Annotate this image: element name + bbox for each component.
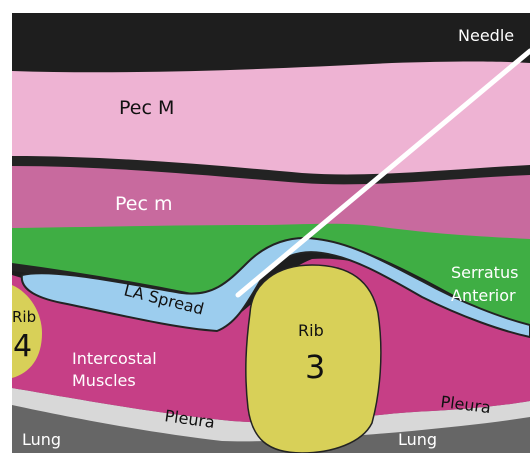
anatomy-diagram: Needle Pec M Pec m Serratus Anterior LA … bbox=[12, 13, 530, 453]
pec-major-label: Pec M bbox=[119, 97, 174, 119]
intercostal-label-line2: Muscles bbox=[72, 371, 136, 390]
anatomy-svg: Needle Pec M Pec m Serratus Anterior LA … bbox=[12, 13, 530, 453]
serratus-label-line2: Anterior bbox=[451, 286, 516, 305]
rib-3-number-label: 3 bbox=[305, 348, 325, 386]
intercostal-label-line1: Intercostal bbox=[72, 349, 157, 368]
la-spread-region bbox=[20, 237, 530, 339]
rib-4-shape bbox=[12, 285, 42, 378]
rib-4-number-label: 4 bbox=[13, 329, 32, 364]
pleura-band bbox=[12, 388, 530, 442]
serratus-label-line1: Serratus bbox=[451, 263, 518, 282]
serratus-anterior-region bbox=[12, 221, 530, 327]
rib-4-word-label: Rib bbox=[12, 308, 36, 326]
lung-right-label: Lung bbox=[398, 430, 437, 449]
rib-3-word-label: Rib bbox=[298, 321, 324, 340]
pec-minor-label: Pec m bbox=[115, 193, 172, 215]
needle bbox=[235, 48, 530, 298]
needle-label: Needle bbox=[458, 26, 514, 45]
pec-major-region bbox=[12, 61, 530, 175]
rib-3-shape bbox=[245, 264, 382, 453]
clavipectoral-fascia-line bbox=[12, 156, 530, 185]
lung-left-label: Lung bbox=[22, 430, 61, 449]
